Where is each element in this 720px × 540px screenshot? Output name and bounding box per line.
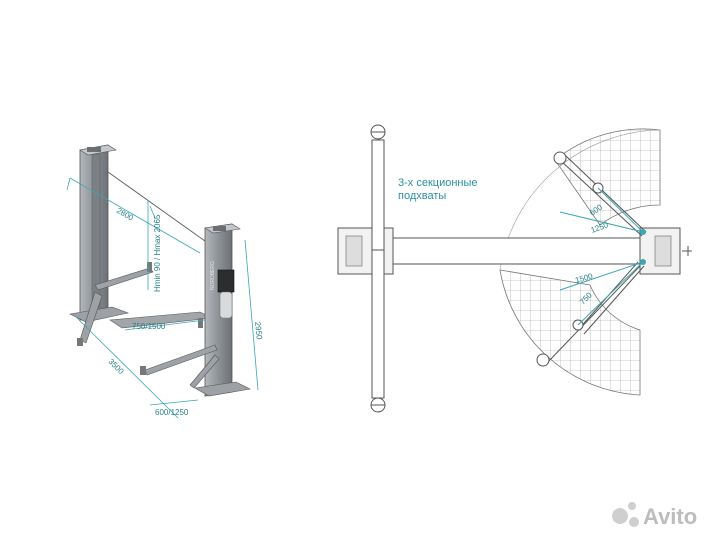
right-arms bbox=[140, 318, 220, 389]
watermark-text: Avito bbox=[643, 504, 697, 529]
motor bbox=[219, 291, 233, 319]
dimension-lines bbox=[66, 177, 259, 419]
dim-height-range: Hmin 90 / Hmax 2065 bbox=[153, 214, 162, 292]
top-cable bbox=[107, 171, 213, 247]
dim-3500: 3500 bbox=[107, 357, 126, 376]
base-beam bbox=[377, 237, 651, 265]
callout-line1: 3-х секционные bbox=[398, 177, 478, 189]
dim-600-1250: 600/1250 bbox=[155, 408, 189, 417]
left-column bbox=[69, 144, 130, 323]
lift-3d-view: NORDBERG 2800 Hmin 90 / Hmax 2065 750/15… bbox=[66, 144, 264, 419]
dim-1500: 1500 bbox=[574, 271, 594, 284]
column-brand: NORDBERG bbox=[210, 261, 216, 290]
left-arms-top bbox=[370, 124, 386, 413]
reach-dimensions bbox=[559, 187, 646, 326]
right-column: NORDBERG bbox=[194, 223, 251, 397]
lift-top-view: 600 1250 1500 750 3-х секционные подхват… bbox=[337, 124, 692, 413]
dim-750-1500: 750/1500 bbox=[132, 322, 166, 331]
left-arms bbox=[77, 262, 154, 346]
control-box bbox=[217, 269, 235, 293]
callout-line2: подхваты bbox=[398, 190, 446, 202]
right-arms-top bbox=[536, 151, 647, 367]
avito-watermark: Avito bbox=[612, 502, 697, 529]
dim-1250: 1250 bbox=[590, 220, 610, 235]
callout: 3-х секционные подхваты bbox=[398, 177, 478, 202]
dim-2800: 2800 bbox=[115, 206, 135, 223]
dim-2950: 2950 bbox=[253, 321, 264, 340]
